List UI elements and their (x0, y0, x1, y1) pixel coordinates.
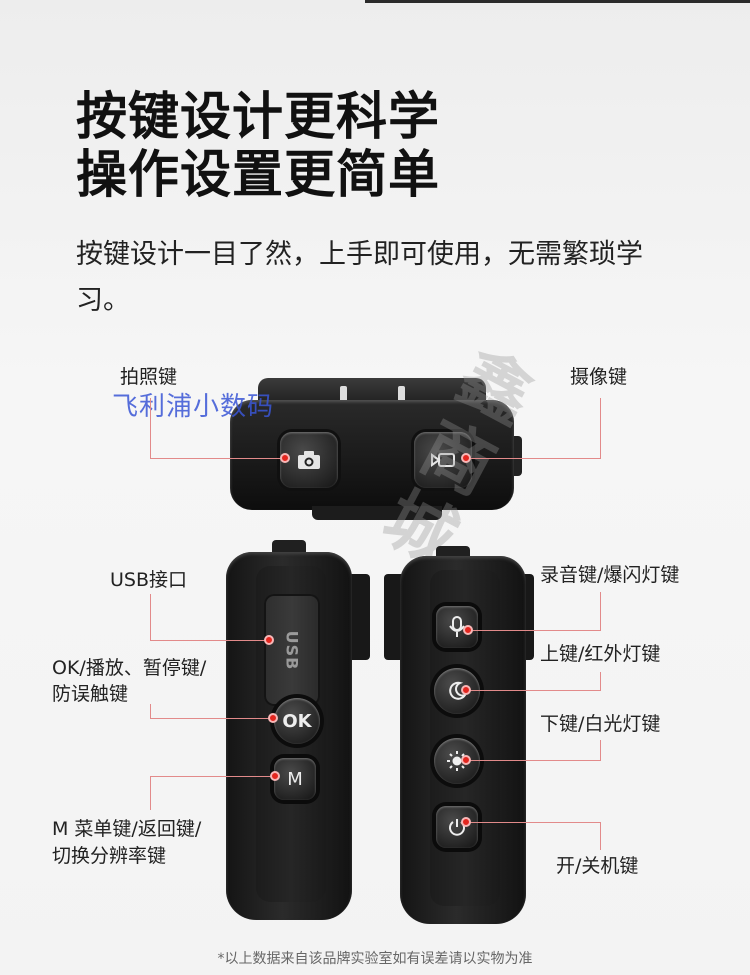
device-side-button (514, 436, 522, 476)
microphone-icon (449, 616, 465, 637)
callout-dot-record (463, 625, 473, 635)
device-top-tab (272, 540, 306, 554)
callout-dot-usb (264, 635, 274, 645)
power-button[interactable] (436, 806, 478, 848)
label-up-key: 上键/红外灯键 (540, 643, 661, 665)
ok-button[interactable]: OK (274, 698, 320, 744)
callout-dot-up (461, 685, 471, 695)
down-button[interactable] (434, 738, 480, 784)
video-icon (431, 453, 455, 467)
device-right-side-view (400, 556, 526, 924)
label-video-key: 摄像键 (570, 366, 628, 388)
label-ok-key-line1: OK/播放、暂停键/ (52, 657, 207, 679)
headline-line-2: 操作设置更简单 (76, 146, 441, 205)
callout-line-photo (150, 398, 151, 458)
callout-line-usb (150, 594, 151, 640)
callout-line-video (466, 458, 601, 459)
callout-line-ok (150, 704, 151, 718)
callout-dot-photo (280, 453, 290, 463)
callout-line-up (600, 672, 601, 690)
callout-line-ok (150, 718, 272, 719)
label-down-key: 下键/白光灯键 (540, 713, 661, 735)
usb-cover[interactable]: USB (264, 594, 320, 706)
indicator-led (340, 386, 347, 402)
callout-line-record (468, 630, 601, 631)
callout-line-down (600, 740, 601, 760)
label-ok-key-line2: 防误触键 (52, 683, 129, 705)
callout-line-up (466, 690, 601, 691)
callout-dot-video (461, 453, 471, 463)
callout-line-m (150, 776, 274, 777)
callout-dot-down (461, 755, 471, 765)
ok-text: OK (282, 710, 312, 732)
device-clip (348, 574, 370, 660)
description: 按键设计一目了然，上手即可使用，无需繁琐学习。 (76, 239, 643, 316)
label-record-key: 录音键/爆闪灯键 (540, 564, 680, 586)
headline-line-1: 按键设计更科学 (76, 88, 441, 147)
photo-button[interactable] (280, 432, 338, 488)
moon-icon (449, 681, 467, 700)
label-m-key-line1: M 菜单键/返回键/ (52, 818, 202, 840)
callout-line-power (600, 822, 601, 850)
up-button[interactable] (434, 668, 480, 714)
device-left-side-view: USB OK M (226, 552, 352, 920)
callout-line-power (466, 822, 601, 823)
label-m-key-line2: 切换分辨率键 (52, 845, 167, 867)
device-clip-base (312, 506, 442, 520)
callout-line-record (600, 592, 601, 630)
watermark-stamp: 鑫商城 (370, 334, 546, 582)
m-text: M (287, 768, 303, 790)
camera-icon (298, 451, 320, 469)
label-power-key: 开/关机键 (556, 855, 639, 877)
callout-line-down (466, 760, 601, 761)
callout-dot-m (270, 771, 280, 781)
footnote: *以上数据来自该品牌实验室如有误差请以实物为准 (217, 951, 533, 967)
callout-line-video (600, 398, 601, 458)
top-divider (365, 0, 750, 3)
indicator-led (398, 386, 405, 402)
watermark-text: 飞利浦小数码 (112, 392, 275, 422)
callout-line-m (150, 776, 151, 810)
callout-dot-ok (268, 713, 278, 723)
callout-line-usb (150, 640, 268, 641)
label-usb-port: USB接口 (110, 569, 188, 591)
label-photo-key: 拍照键 (120, 366, 178, 388)
callout-dot-power (461, 817, 471, 827)
usb-text: USB (282, 630, 302, 670)
callout-line-photo (150, 458, 283, 459)
m-button[interactable]: M (274, 758, 316, 800)
